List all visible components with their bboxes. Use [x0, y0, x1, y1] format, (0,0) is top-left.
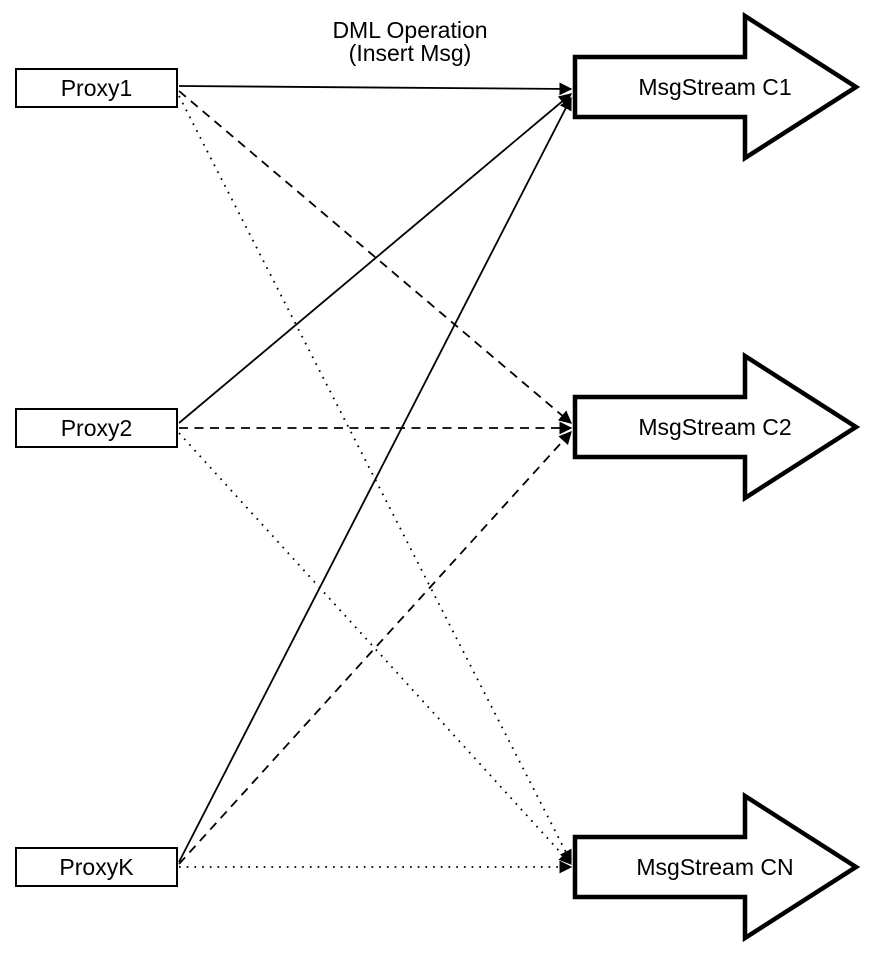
- connection-proxyk-msgstream-c1: [178, 96, 572, 863]
- connection-proxy2-msgstream-c1: [178, 93, 572, 424]
- connection-proxyk-msgstream-c2: [178, 431, 572, 865]
- stream-arrow-cn: [572, 791, 861, 943]
- dml-operation-annotation: DML Operation (Insert Msg): [260, 19, 560, 65]
- connection-proxy2-msgstream-cn: [178, 432, 572, 865]
- connection-proxy1-msgstream-c2: [178, 90, 572, 424]
- block-arrow-shape-c2: [572, 351, 861, 503]
- block-arrow-shape-c1: [572, 11, 861, 163]
- connection-proxy1-msgstream-cn: [178, 95, 572, 864]
- block-arrow-shape-cn: [572, 791, 861, 943]
- proxy1-label: Proxy1: [60, 74, 133, 101]
- proxyk-node: ProxyK: [15, 847, 178, 887]
- proxy2-label: Proxy2: [60, 414, 133, 441]
- annotation-line1: DML Operation: [332, 17, 488, 43]
- connection-proxy1-msgstream-c1: [178, 82, 573, 96]
- proxy1-node: Proxy1: [15, 68, 178, 108]
- stream-arrow-c1: [572, 11, 861, 163]
- proxyk-label: ProxyK: [59, 853, 134, 880]
- annotation-line2: (Insert Msg): [348, 40, 472, 66]
- stream-arrow-c2: [572, 351, 861, 503]
- proxy2-node: Proxy2: [15, 408, 178, 448]
